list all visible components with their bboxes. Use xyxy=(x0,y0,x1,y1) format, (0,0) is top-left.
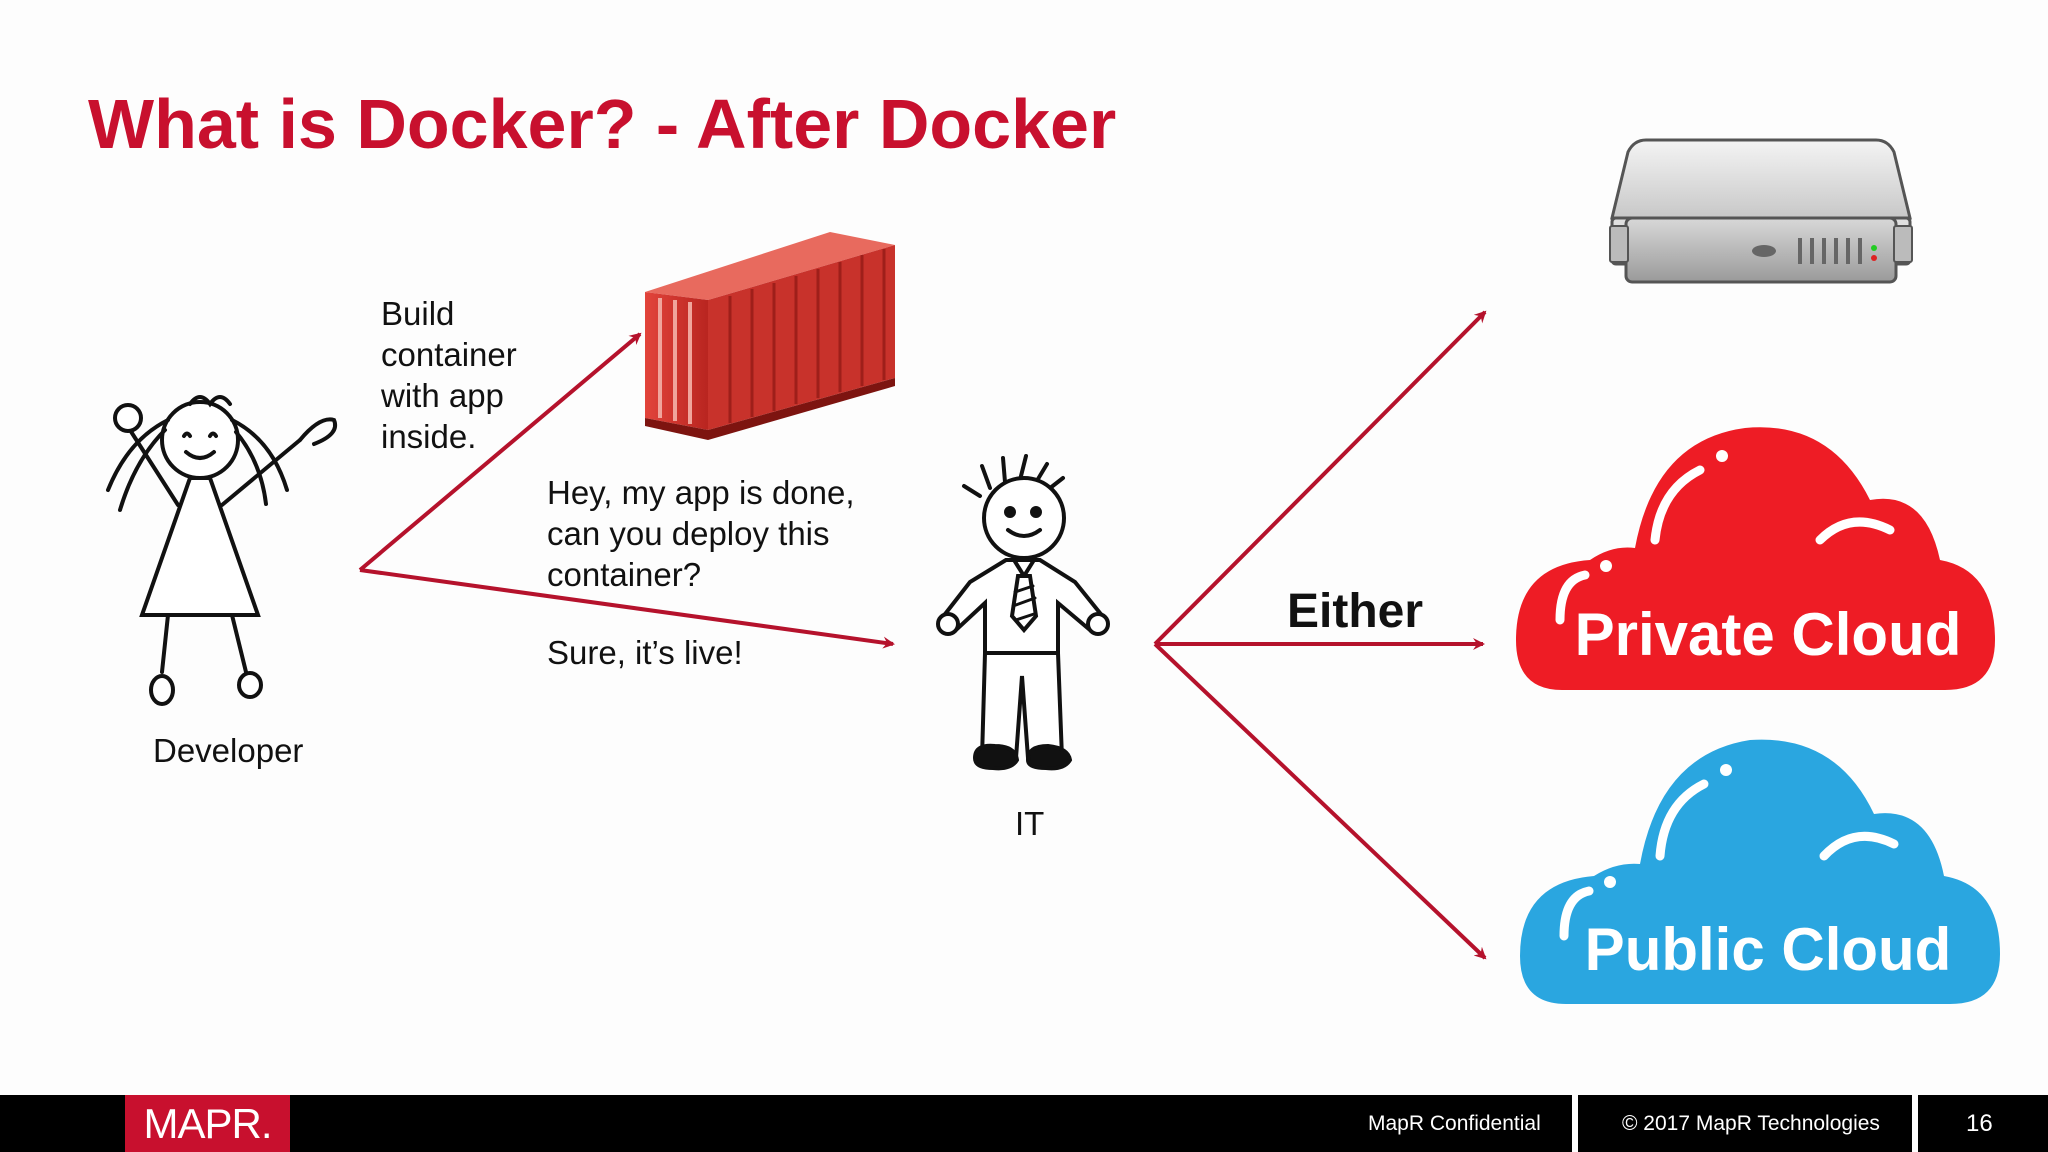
shipping-container-icon xyxy=(645,232,895,440)
arrow-to-container xyxy=(358,332,642,572)
build-container-label: Build container with app inside. xyxy=(381,295,517,455)
footer-confidential: MapR Confidential xyxy=(1368,1112,1541,1135)
deploy-reply-label: Sure, it’s live! xyxy=(547,634,743,671)
footer-bar xyxy=(0,1095,2048,1152)
either-label: Either xyxy=(1287,585,1424,638)
arrow-to-it xyxy=(359,568,895,649)
arrow-to-server xyxy=(1153,310,1487,646)
slide-title: What is Docker? - After Docker xyxy=(88,85,1117,163)
footer-divider xyxy=(1912,1095,1918,1152)
public-cloud-label: Public Cloud xyxy=(1585,916,1952,983)
arrows xyxy=(358,310,1487,960)
footer-divider xyxy=(1572,1095,1578,1152)
mapr-logo-text: MAPR. xyxy=(143,1100,272,1147)
it-label: IT xyxy=(1015,805,1045,842)
server-icon xyxy=(1609,138,1913,284)
arrow-to-public-cloud xyxy=(1153,642,1487,960)
deploy-request-label: Hey, my app is done, can you deploy this… xyxy=(547,474,855,593)
it-figure xyxy=(936,454,1110,771)
private-cloud-icon xyxy=(1516,427,1995,690)
developer-figure xyxy=(106,395,337,706)
footer-copyright: © 2017 MapR Technologies xyxy=(1622,1112,1880,1135)
public-cloud-icon xyxy=(1520,739,2000,1004)
page-number: 16 xyxy=(1966,1110,1993,1137)
mapr-logo: MAPR. xyxy=(125,1095,290,1152)
developer-label: Developer xyxy=(153,732,304,769)
private-cloud-label: Private Cloud xyxy=(1575,601,1962,668)
